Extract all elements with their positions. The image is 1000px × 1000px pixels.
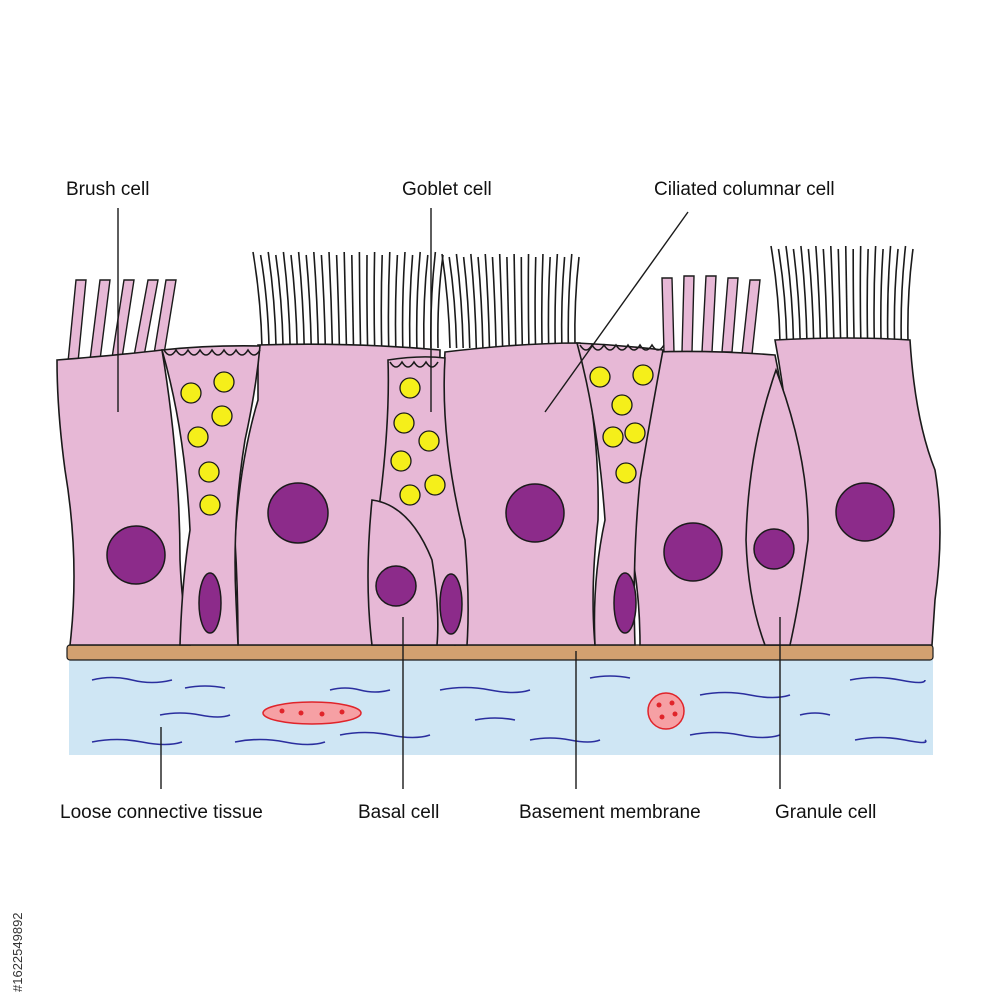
red-blood-cell-elongated [262, 701, 362, 725]
cilium [893, 248, 899, 343]
connective-tissue-layer [69, 660, 933, 755]
cilium [852, 248, 855, 343]
red-blood-cell-round [647, 692, 685, 730]
label-basement-membrane: Basement membrane [519, 802, 701, 823]
cilium [513, 253, 517, 349]
cilium [335, 254, 341, 349]
cilium [267, 251, 277, 349]
basement-membrane [66, 644, 934, 661]
cilium [770, 245, 781, 343]
cilium [498, 253, 504, 349]
cilium [351, 254, 355, 349]
cilium [567, 253, 573, 349]
cilium [574, 256, 580, 349]
cilium [560, 256, 566, 349]
cilium [859, 245, 862, 343]
label-ciliated-columnar-cell: Ciliated columnar cell [654, 179, 835, 200]
cilium [815, 245, 822, 343]
cilium [441, 253, 451, 349]
cilium [822, 248, 828, 343]
goblet-2-apical-surface [389, 360, 439, 368]
cilium [408, 254, 414, 349]
cilium [477, 256, 484, 349]
nuclei [106, 482, 895, 635]
cilium [252, 251, 263, 349]
cilium [470, 253, 478, 349]
side-id-text-container: #1622549892 [8, 752, 30, 992]
cilium [484, 253, 491, 349]
cilium [792, 248, 802, 343]
cilium [437, 254, 444, 349]
cilium [807, 248, 815, 343]
leader-lines [117, 208, 781, 789]
cilium [275, 254, 284, 349]
goblet-3-apical-surface [579, 343, 665, 351]
cilium [282, 251, 291, 349]
cilium [358, 251, 362, 349]
cilium [844, 245, 849, 343]
brush-cell-microvilli-right [661, 275, 761, 355]
cilium [328, 251, 334, 349]
brush-cell [56, 349, 192, 646]
label-brush-cell: Brush cell [66, 179, 150, 200]
cilium [455, 253, 464, 349]
cilium [373, 251, 376, 349]
cilium [415, 251, 421, 349]
cilium [462, 256, 471, 349]
cilium [554, 253, 559, 349]
cilia-cluster-2 [441, 253, 580, 349]
cilium [366, 254, 369, 349]
cilium [290, 254, 298, 349]
goblet-1-apical-surface [163, 348, 261, 356]
cilium [387, 251, 391, 349]
cilium [873, 245, 877, 343]
cilium [829, 245, 835, 343]
cilium [491, 256, 497, 349]
cilia-cluster-1 [252, 251, 444, 349]
cilium [401, 251, 406, 349]
cilium [394, 254, 399, 349]
cilium [837, 248, 842, 343]
cilium [800, 245, 808, 343]
cilium [866, 248, 869, 343]
cilium [313, 251, 320, 349]
mucus-granules [180, 364, 654, 516]
cilium [320, 254, 327, 349]
cilium [380, 254, 383, 349]
cilium [907, 248, 914, 343]
cilium [422, 254, 429, 349]
cilium [506, 256, 511, 349]
cilium [547, 256, 551, 349]
granule-cell-shape [745, 367, 809, 646]
connective-fibers [91, 675, 927, 746]
cilium [448, 256, 458, 349]
cilium [534, 256, 537, 349]
cilium [297, 251, 306, 349]
label-basal-cell: Basal cell [358, 802, 440, 823]
cilium [900, 245, 907, 343]
label-granule-cell: Granule cell [775, 802, 877, 823]
cilium [305, 254, 313, 349]
cilium [785, 245, 795, 343]
cilium [527, 253, 530, 349]
cilia-cluster-3 [770, 245, 914, 343]
label-goblet-cell: Goblet cell [402, 179, 492, 200]
cilium [886, 245, 892, 343]
cilium [343, 251, 348, 349]
side-id-text: #1622549892 [10, 912, 25, 992]
cilium [520, 256, 524, 349]
cilium [259, 254, 270, 349]
cilium [777, 248, 788, 343]
cilium [540, 253, 544, 349]
cilium [880, 248, 884, 343]
label-loose-connective-tissue: Loose connective tissue [60, 802, 263, 823]
